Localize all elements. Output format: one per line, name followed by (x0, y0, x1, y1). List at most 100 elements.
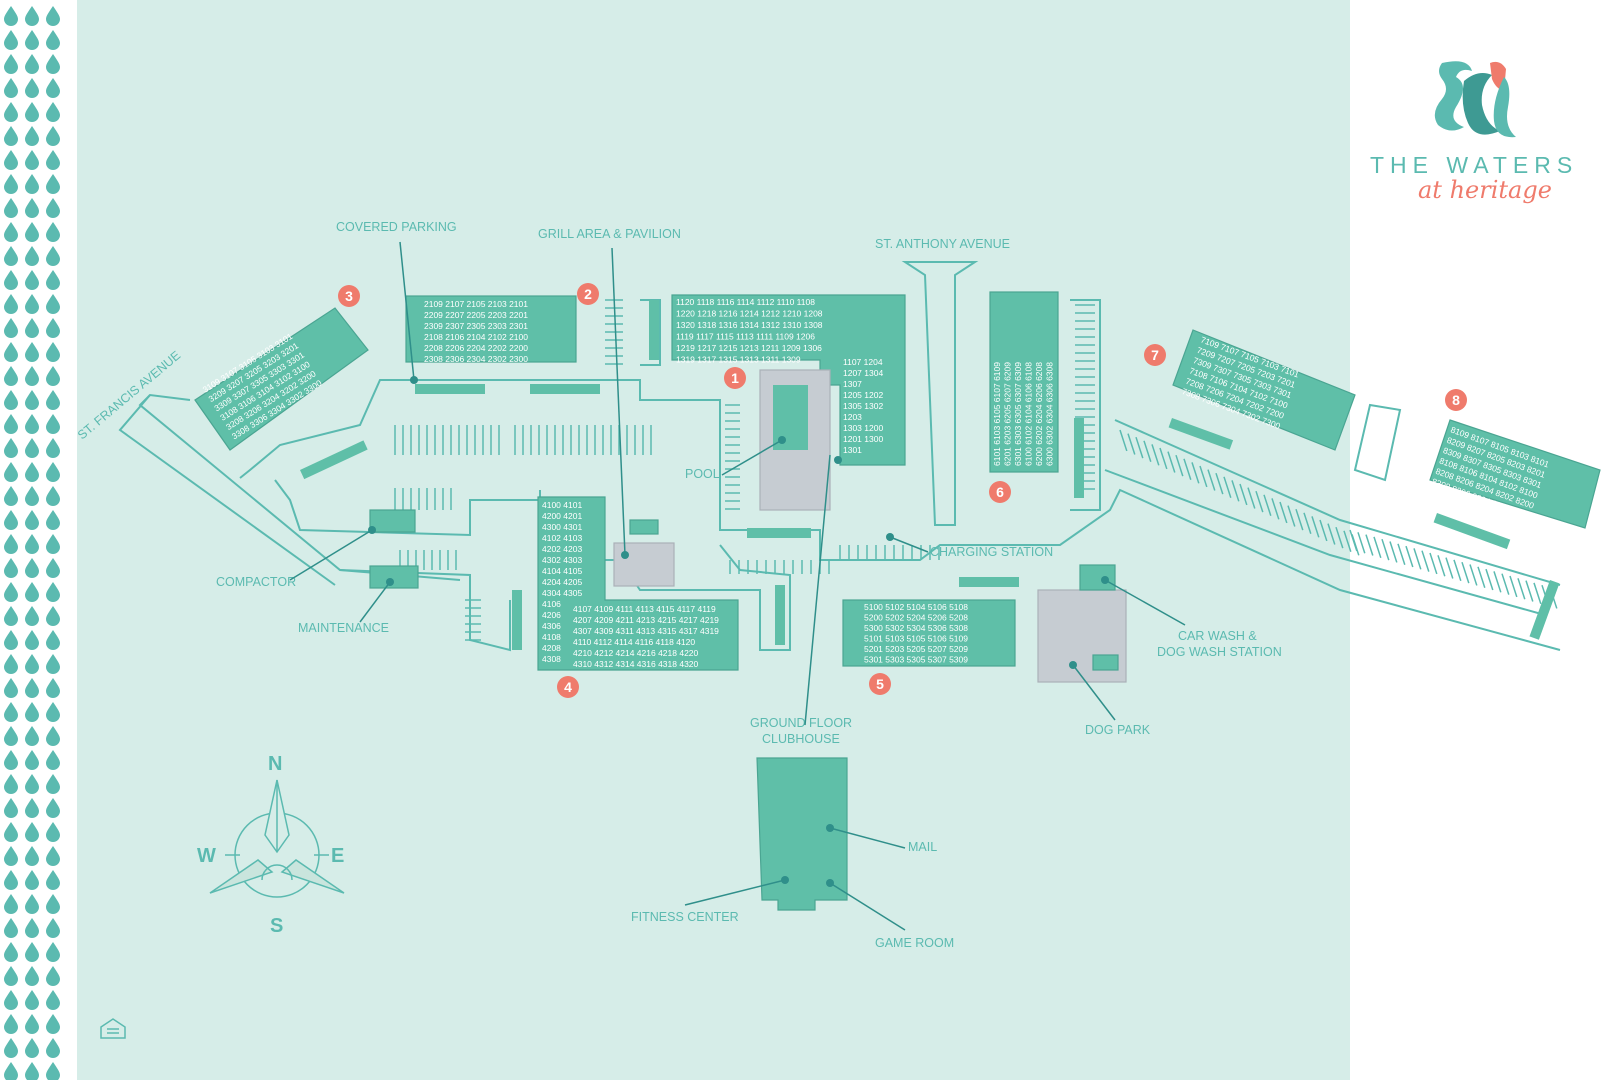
building-3 (194, 307, 369, 451)
building-2 (405, 295, 577, 363)
svg-text:1: 1 (731, 370, 739, 386)
charging-station-label: CHARGING STATION (930, 545, 1053, 559)
unit-numbers: 6201 6203 6205 6207 6209 (1003, 362, 1013, 466)
unit-numbers: 2308 2306 2304 2302 2300 (424, 354, 528, 364)
dog-park-label: DOG PARK (1085, 723, 1151, 737)
building-marker-3: 3 (338, 285, 360, 307)
unit-numbers: 4302 4303 (542, 555, 582, 565)
svg-text:2: 2 (584, 286, 592, 302)
covered-parking-block (1529, 580, 1560, 640)
unit-numbers: 2208 2206 2204 2202 2200 (424, 343, 528, 353)
svg-text:4: 4 (564, 679, 572, 695)
unit-numbers: 4300 4301 (542, 522, 582, 532)
logo-mark-icon (1434, 61, 1516, 138)
north-east-lot (1353, 403, 1402, 482)
building-marker-2: 2 (577, 283, 599, 305)
unit-numbers: 1307 (843, 379, 862, 389)
building-7 (1172, 329, 1356, 451)
unit-numbers: 1320 1318 1316 1314 1312 1310 1308 (676, 320, 823, 330)
unit-numbers: 2109 2107 2105 2103 2101 (424, 299, 528, 309)
game-room-label: GAME ROOM (875, 936, 954, 950)
covered-parking-block (415, 384, 485, 394)
svg-text:3: 3 (345, 288, 353, 304)
unit-numbers: 4308 (542, 654, 561, 664)
clubhouse-label-1: GROUND FLOOR (750, 716, 852, 730)
unit-numbers: 4207 4209 4211 4213 4215 4217 4219 (573, 615, 719, 625)
grill (629, 519, 659, 535)
compass-south: S (270, 915, 283, 937)
unit-numbers: 2108 2106 2104 2102 2100 (424, 332, 528, 342)
dog-wash (1092, 654, 1119, 671)
east-lot (1070, 299, 1101, 511)
covered-parking-block (649, 300, 659, 360)
grill-area-label: GRILL AREA & PAVILION (538, 227, 681, 241)
east-drive (1114, 419, 1561, 586)
unit-numbers: 4204 4205 (542, 577, 582, 587)
brand-name: THE WATERS (1370, 152, 1579, 178)
unit-numbers: 1319 1317 1315 1313 1311 1309 (676, 355, 801, 365)
unit-numbers: 1205 1202 (843, 390, 883, 400)
compass-north: N (268, 753, 282, 775)
building-marker-6: 6 (989, 481, 1011, 503)
unit-numbers: 1107 1204 (843, 357, 883, 367)
unit-numbers: 4210 4212 4214 4216 4218 4220 (573, 648, 699, 658)
compass-rose (209, 779, 345, 898)
covered-parking-block (959, 577, 1019, 587)
unit-numbers: 2209 2207 2205 2203 2201 (424, 310, 528, 320)
building-8 (1429, 419, 1601, 529)
compass-west: W (197, 845, 216, 867)
covered-parking-block (747, 528, 811, 538)
unit-numbers: 6100 6102 6104 6106 6108 (1024, 362, 1034, 466)
clubhouse-label-2: CLUBHOUSE (762, 732, 840, 746)
car-wash-pad (1079, 564, 1116, 591)
unit-numbers: 6101 6103 6105 6107 6109 (992, 362, 1002, 466)
building-marker-1: 1 (724, 367, 746, 389)
compactor-pad (369, 509, 416, 533)
unit-numbers: 5201 5203 5205 5207 5209 (864, 644, 968, 654)
building-1 (671, 294, 906, 466)
building-marker-5: 5 (869, 673, 891, 695)
unit-numbers: 4310 4312 4314 4316 4318 4320 (573, 659, 699, 669)
unit-numbers: 1119 1117 1115 1113 1111 1109 1206 (676, 332, 815, 342)
equal-housing-icon (100, 1018, 126, 1039)
unit-numbers: 2309 2307 2305 2303 2301 (424, 321, 528, 331)
building-marker-4: 4 (557, 676, 579, 698)
maintenance-label: MAINTENANCE (298, 621, 389, 635)
car-wash-label: CAR WASH & (1178, 629, 1257, 643)
unit-numbers: 4102 4103 (542, 533, 582, 543)
unit-numbers: 5300 5302 5304 5306 5308 (864, 623, 968, 633)
unit-numbers: 1305 1302 (843, 401, 883, 411)
building-marker-7: 7 (1144, 344, 1166, 366)
st-anthony-road (901, 261, 979, 526)
unit-numbers: 1120 1118 1116 1114 1112 1110 1108 (676, 297, 815, 307)
maintenance-building (369, 565, 419, 589)
map-background (77, 0, 1350, 1080)
unit-numbers: 4202 4203 (542, 544, 582, 554)
unit-numbers: 5200 5202 5204 5206 5208 (864, 613, 968, 623)
st-anthony-label: ST. ANTHONY AVENUE (875, 237, 1010, 251)
clubhouse-building (756, 757, 848, 911)
unit-numbers: 1201 1300 (843, 434, 883, 444)
brand-logo (1360, 55, 1610, 225)
covered-parking-block (530, 384, 600, 394)
unit-numbers: 6301 6303 6305 6307 6309 (1013, 362, 1023, 466)
covered-parking-label: COVERED PARKING (336, 220, 457, 234)
unit-numbers: 4110 4112 4114 4116 4118 4120 (573, 637, 695, 647)
unit-numbers: 4206 (542, 610, 561, 620)
st-francis-road-edge (118, 394, 336, 586)
unit-numbers: 4304 4305 (542, 588, 582, 598)
east-drive-2 (1104, 469, 1546, 616)
covered-parking-block (512, 590, 522, 650)
covered-parking-block (1168, 418, 1234, 450)
svg-text:5: 5 (876, 676, 884, 692)
unit-numbers: 4107 4109 4111 4113 4115 4117 4119 (573, 604, 716, 614)
covered-parking-block (300, 440, 368, 480)
dog-wash-label: DOG WASH STATION (1157, 645, 1282, 659)
mail-label: MAIL (908, 840, 937, 854)
